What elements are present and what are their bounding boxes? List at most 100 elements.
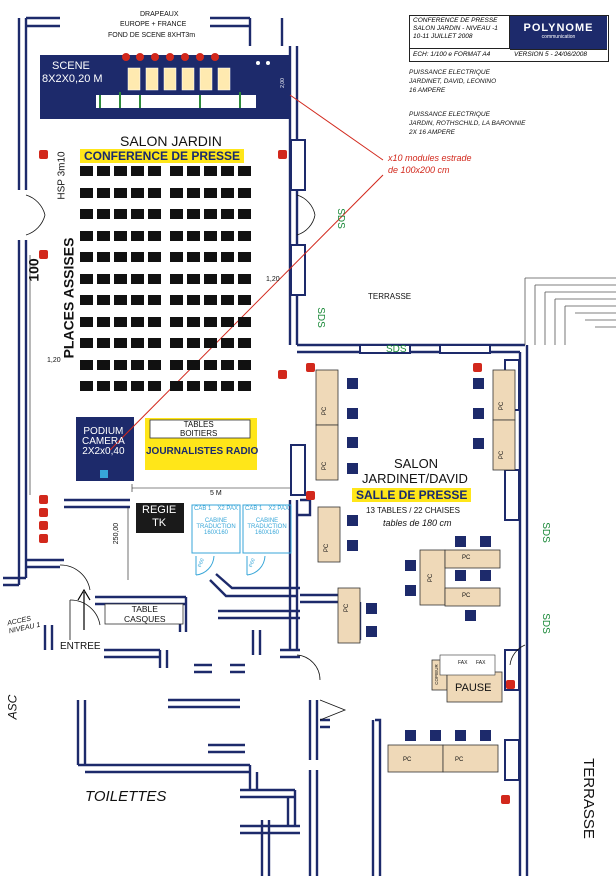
seat: [221, 359, 234, 370]
dim-250: 250,00: [113, 522, 121, 545]
pc-label: PC: [499, 450, 506, 460]
seat: [170, 230, 183, 241]
seat: [204, 316, 217, 327]
pc-label: PC: [344, 603, 351, 613]
seat: [221, 295, 234, 305]
terrasse-side-label: TERRASSE: [579, 758, 597, 839]
pause-label: PAUSE: [455, 682, 492, 694]
seat: [221, 338, 234, 348]
fax-label: FAX: [458, 660, 468, 666]
seat: [221, 187, 234, 198]
seat: [114, 381, 127, 391]
salon-jardin-title: SALON JARDIN: [120, 133, 222, 149]
seat: [187, 209, 200, 219]
seat: [80, 252, 93, 262]
sds-label-1: SDS: [334, 208, 346, 229]
seat: [114, 295, 127, 305]
seat: [97, 187, 110, 198]
pc-label: PC: [324, 543, 331, 553]
modules-note-2: de 100x200 cm: [388, 165, 450, 175]
power-1-rooms: JARDINET, DAVID, LEONINO: [409, 78, 497, 85]
seat: [131, 166, 144, 176]
seat: [114, 359, 127, 370]
version-label: VERSION 5 - 24/06/2008: [514, 51, 587, 58]
seat: [97, 381, 110, 391]
seat: [114, 273, 127, 284]
seat: [97, 209, 110, 219]
seat: [204, 359, 217, 370]
seat: [148, 359, 161, 370]
seat: [80, 273, 93, 284]
seat: [170, 381, 183, 391]
sds-label-2: SDS: [314, 307, 326, 328]
seat: [80, 166, 93, 176]
table-casques: [104, 603, 184, 625]
seat: [221, 166, 234, 176]
modules-note-1: x10 modules estrade: [388, 153, 472, 163]
seat: [204, 252, 217, 262]
seat: [148, 381, 161, 391]
seat: [80, 381, 93, 391]
seat: [187, 316, 200, 327]
cabine-1-l2: TRADUCTION: [196, 524, 236, 530]
seat: [114, 338, 127, 348]
regie-label: REGIE TK: [142, 504, 176, 530]
entree-label: ENTREE: [60, 641, 101, 652]
seat: [221, 381, 234, 391]
seat: [131, 381, 144, 391]
press-tables: [315, 369, 516, 773]
seat: [131, 295, 144, 305]
seat: [187, 166, 200, 176]
seat: [148, 316, 161, 327]
scene-label: SCENE: [52, 60, 90, 72]
seat: [114, 252, 127, 262]
seat: [204, 295, 217, 305]
seat: [97, 359, 110, 370]
power-1-title: PUISSANCE ELECTRIQUE: [409, 69, 490, 76]
seat: [221, 252, 234, 262]
cabine-2-l1: CABINE: [255, 518, 279, 524]
cabine-2: [242, 504, 292, 554]
seat: [221, 273, 234, 284]
title-line-2: SALON JARDIN - NIVEAU -1: [413, 25, 498, 32]
annotation-lines: [109, 94, 384, 451]
seat: [187, 187, 200, 198]
power-1-value: 16 AMPERE: [409, 87, 446, 94]
places-label: PLACES ASSISES: [60, 237, 77, 359]
europe-label: EUROPE + FRANCE: [120, 21, 187, 28]
seat: [170, 166, 183, 176]
seat: [148, 252, 161, 262]
drapeaux-label: DRAPEAUX: [140, 11, 179, 18]
salon-jardinet-title-2: JARDINET/DAVID: [362, 471, 468, 486]
scene-table: [96, 95, 256, 108]
seat: [187, 252, 200, 262]
seat: [221, 316, 234, 327]
seat: [187, 359, 200, 370]
seat: [221, 209, 234, 219]
regie-line-2: TK: [152, 517, 167, 529]
salle-presse-banner: SALLE DE PRESSE: [352, 488, 472, 502]
seat: [80, 187, 93, 198]
seat: [170, 295, 183, 305]
pc-label: PC: [322, 406, 329, 416]
terrasse-top-label: TERRASSE: [368, 292, 412, 301]
sds-label-4: SDS: [539, 522, 551, 543]
seat: [238, 230, 251, 241]
logo-sub: communication: [541, 34, 576, 40]
seat: [97, 252, 110, 262]
seat: [80, 338, 93, 348]
cabine-2-l3: 160X160: [254, 530, 280, 536]
title-line-1: CONFERENCE DE PRESSE: [413, 17, 498, 24]
seat: [204, 187, 217, 198]
seat: [187, 381, 200, 391]
sds-label-5: SDS: [539, 613, 551, 634]
seat: [170, 273, 183, 284]
scene-height-mark: 2,00: [279, 78, 286, 88]
seat: [238, 187, 251, 198]
seat: [238, 252, 251, 262]
power-2-rooms: JARDIN, ROTHSCHILD, LA BARONNIE: [409, 120, 526, 127]
places-count: 100: [25, 258, 42, 282]
tables-size: tables de 180 cm: [383, 518, 452, 528]
journalistes-label: JOURNALISTES RADIO: [146, 446, 259, 457]
seat: [238, 359, 251, 370]
